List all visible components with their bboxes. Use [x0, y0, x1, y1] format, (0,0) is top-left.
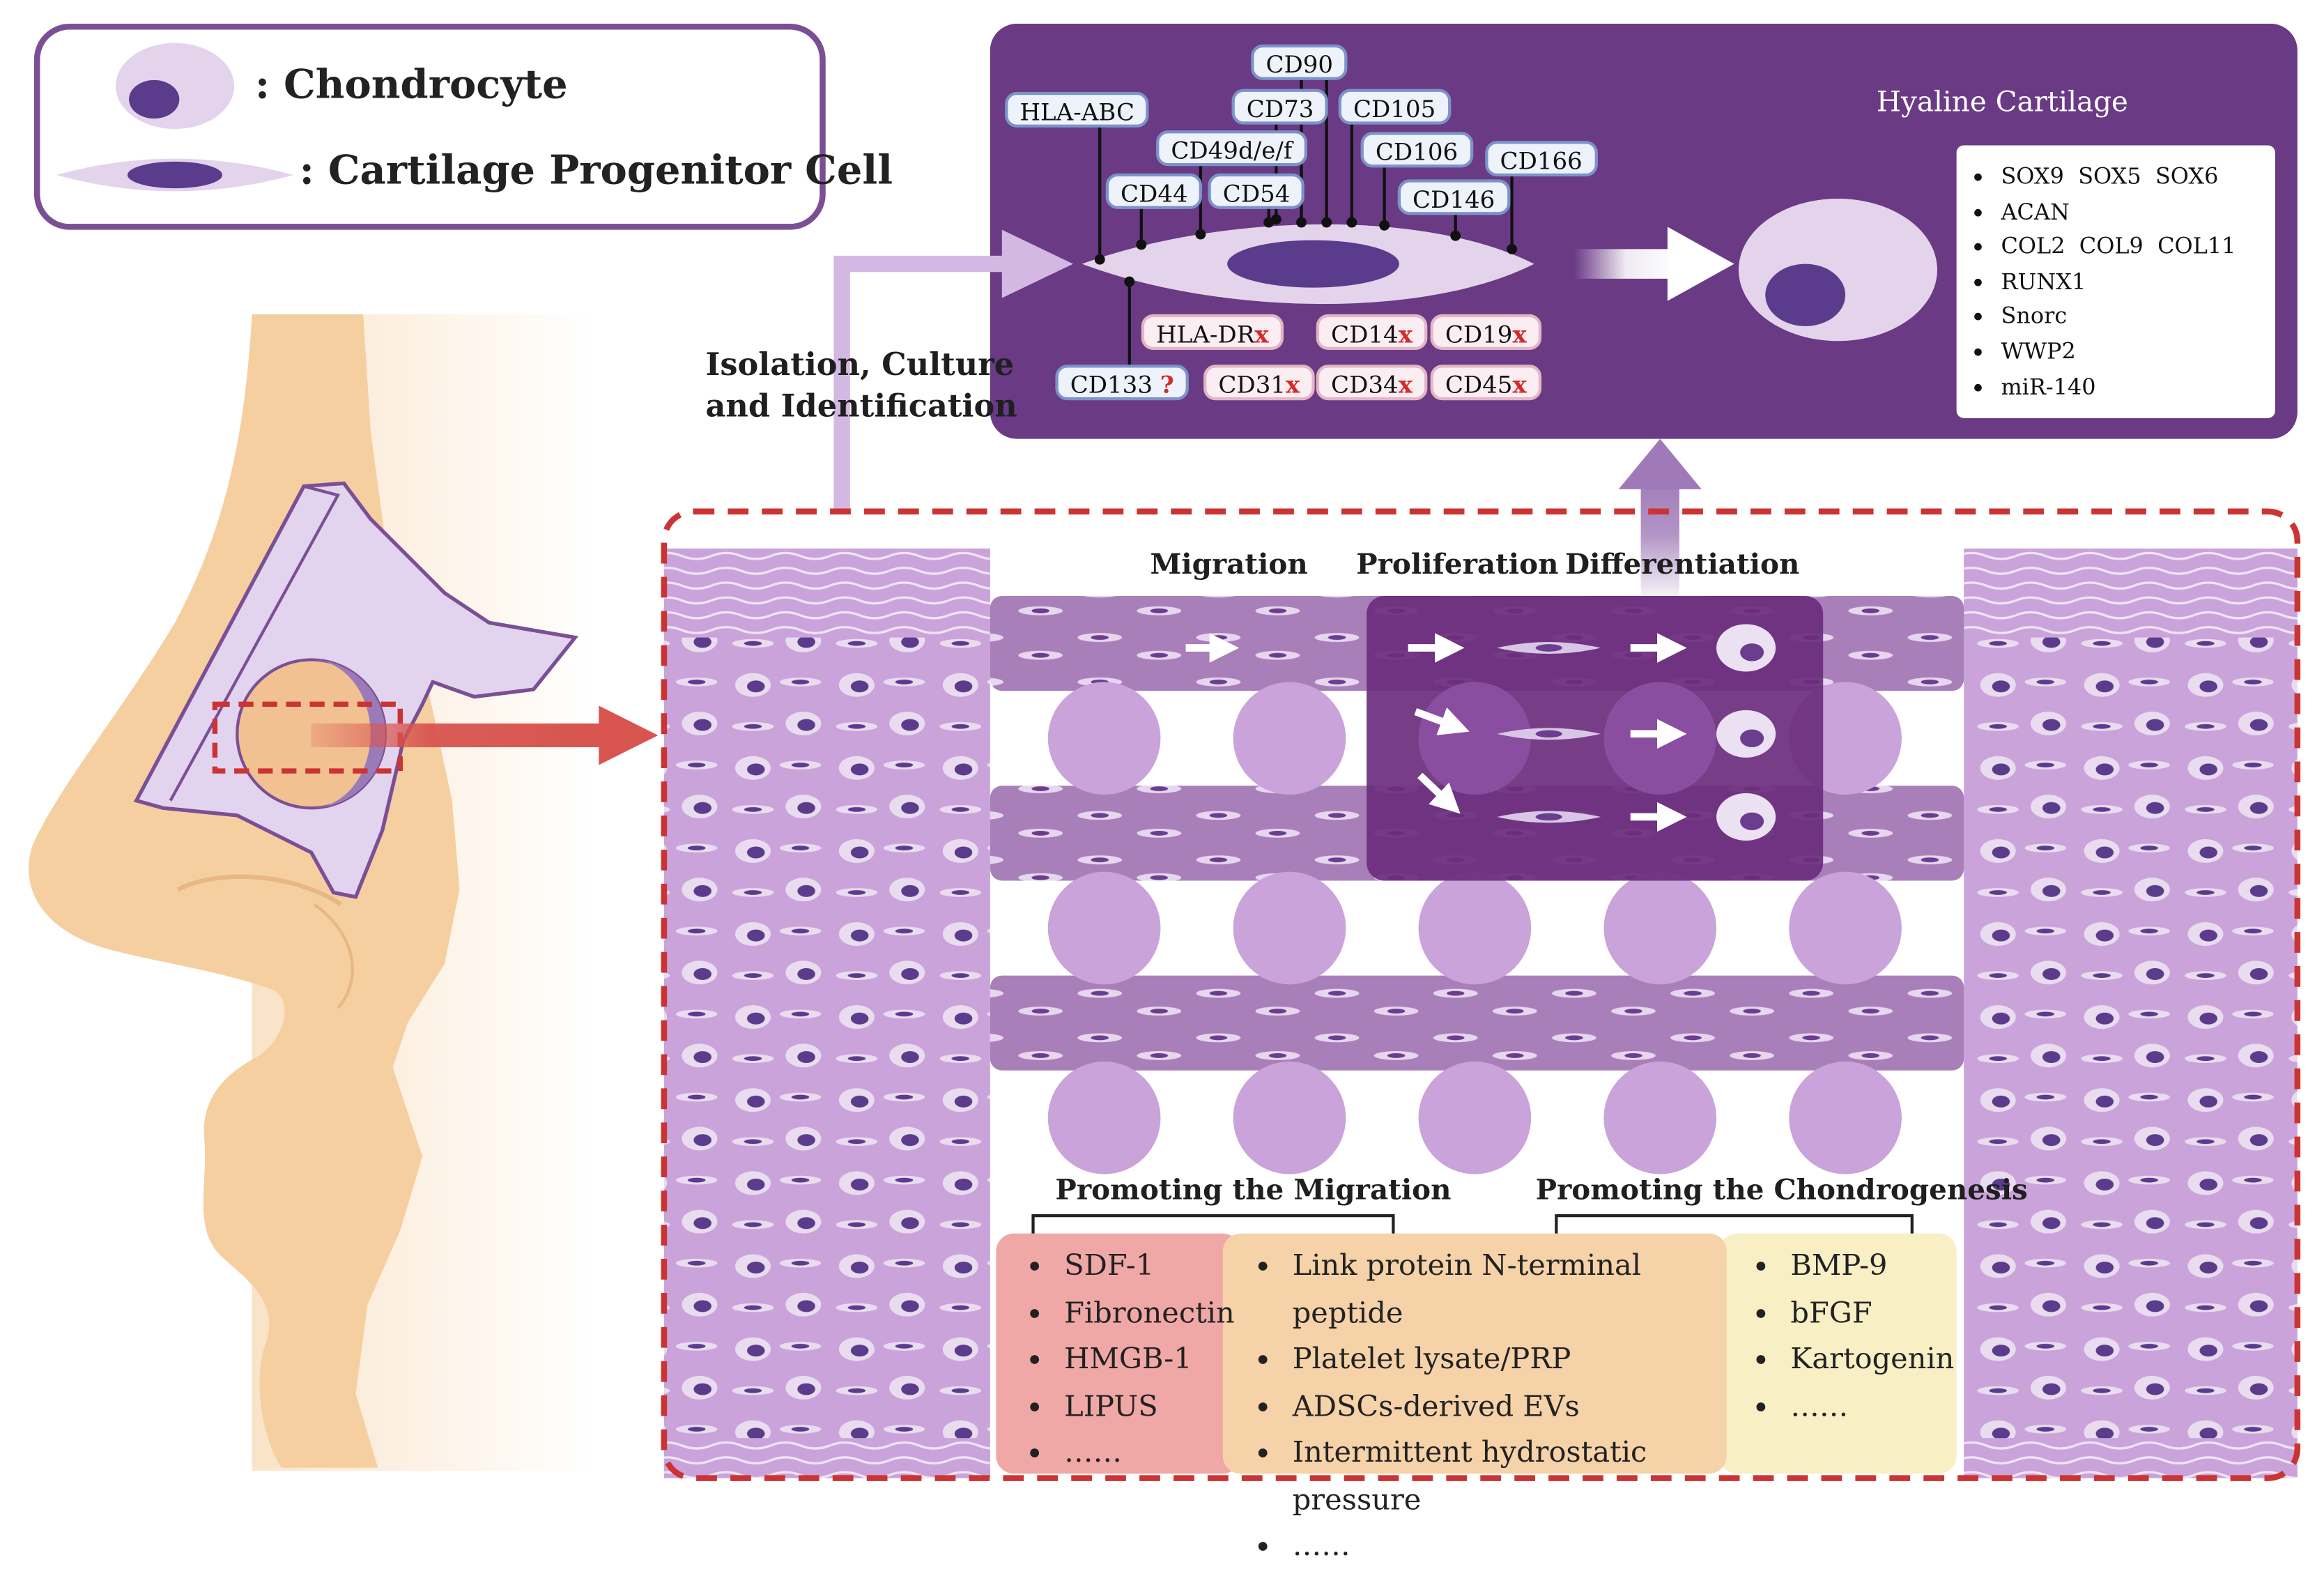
chondrogenesis-factors-box: BMP-9 bFGF Kartogenin …… — [1723, 1234, 1954, 1474]
marker-cd49def: CD49d/e/f — [1156, 130, 1307, 167]
marker-cd73: CD73 — [1231, 89, 1329, 125]
marker-cd31: CD31x — [1203, 365, 1315, 401]
nose-illustration — [29, 314, 593, 1471]
marker-cd106: CD106 — [1360, 132, 1473, 168]
factor-item: …… — [1785, 1382, 1953, 1429]
gene-item: ACAN — [1998, 195, 2275, 230]
legend-chondrocyte-icon — [115, 43, 235, 130]
factor-item: bFGF — [1785, 1289, 1953, 1335]
factor-item: LIPUS — [1059, 1382, 1233, 1429]
legend-chondrocyte-label: : Chondrocyte — [254, 62, 568, 109]
legend-box — [33, 24, 826, 230]
marker-cd105: CD105 — [1338, 89, 1451, 125]
factor-item: Link protein N-terminal peptide — [1286, 1242, 1725, 1335]
marker-cd90: CD90 — [1251, 44, 1348, 80]
figure: : Chondrocyte : Cartilage Progenitor Cel… — [0, 0, 2324, 1513]
marker-cd44: CD44 — [1105, 173, 1203, 209]
gene-item: COL2 COL9 COL11 — [1998, 230, 2275, 265]
legend-progenitor-label: : Cartilage Progenitor Cell — [299, 148, 893, 194]
shared-factors-box: Link protein N-terminal peptide Platelet… — [1224, 1234, 1725, 1563]
differentiation-label: Differentiation — [1565, 548, 1800, 581]
proliferation-label: Proliferation — [1356, 548, 1559, 581]
gene-item: SOX9 SOX5 SOX6 — [1998, 160, 2275, 195]
gene-item: Snorc — [1998, 300, 2275, 335]
hyaline-cartilage-title: Hyaline Cartilage — [1876, 86, 2128, 119]
marker-cd166: CD166 — [1485, 141, 1598, 177]
marker-cd133: CD133 ? — [1055, 365, 1190, 401]
factor-item: SDF-1 — [1059, 1242, 1233, 1289]
gene-item: miR-140 — [1998, 370, 2275, 405]
marker-cd45: CD45x — [1430, 365, 1542, 401]
factor-item: ADSCs-derived EVs — [1286, 1382, 1725, 1429]
factor-item: HMGB-1 — [1059, 1335, 1233, 1382]
promoting-chondrogenesis-header: Promoting the Chondrogenesis — [1535, 1174, 2028, 1207]
factor-item: Platelet lysate/PRP — [1286, 1335, 1725, 1382]
factor-item: Kartogenin — [1785, 1335, 1954, 1382]
hyaline-chondrocyte — [1738, 199, 1937, 342]
factor-item: Fibronectin — [1059, 1289, 1235, 1335]
marker-hla-abc: HLA-ABC — [1005, 91, 1150, 128]
migration-factors-box: SDF-1 Fibronectin HMGB-1 LIPUS …… — [996, 1234, 1235, 1476]
gene-item: WWP2 — [1998, 335, 2275, 370]
marker-cd146: CD146 — [1397, 179, 1510, 215]
tissue-dashed-border — [661, 508, 2301, 1481]
marker-cd54: CD54 — [1208, 173, 1305, 209]
migration-label: Migration — [1150, 548, 1308, 581]
factor-item: BMP-9 — [1785, 1242, 1953, 1289]
gene-expression-box: SOX9 SOX5 SOX6 ACAN COL2 COL9 COL11 RUNX… — [1956, 145, 2275, 418]
marker-cd14: CD14x — [1316, 314, 1428, 350]
gene-item: RUNX1 — [1998, 265, 2275, 300]
marker-cd34: CD34x — [1316, 365, 1428, 401]
diagram-artwork — [29, 24, 2301, 1481]
factor-item: …… — [1286, 1522, 1725, 1569]
tissue-region — [661, 438, 2301, 1481]
factor-item: …… — [1059, 1429, 1233, 1476]
promoting-migration-header: Promoting the Migration — [1055, 1174, 1452, 1207]
sample-arrow — [311, 705, 659, 765]
marker-hla-dr: HLA-DRx — [1141, 314, 1284, 350]
factor-item: Intermittent hydrostatic pressure — [1286, 1429, 1725, 1522]
isolation-label-line1: Isolation, Culture — [705, 345, 1015, 383]
isolation-label-line2: and Identification — [705, 387, 1017, 424]
marker-cd19: CD19x — [1430, 314, 1542, 350]
